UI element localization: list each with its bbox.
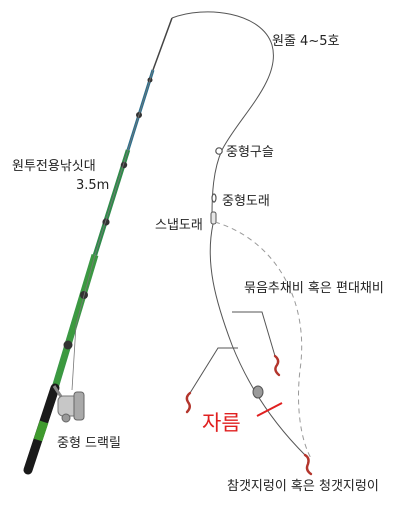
bait-label: 참갯지렁이 혹은 청갯지렁이 xyxy=(227,479,379,494)
branch-line-upper xyxy=(232,311,276,357)
leader-line xyxy=(209,223,306,456)
alternate-leader-dashed xyxy=(214,221,313,461)
snap-swivel-label: 스냅도래 xyxy=(155,218,203,233)
reel-stem xyxy=(52,385,64,399)
rod-guide xyxy=(63,340,73,350)
sinker-option-label: 묶음추채비 혹은 편대채비 xyxy=(244,281,384,296)
rod-tip xyxy=(152,17,173,71)
rod-grip-band xyxy=(33,420,49,442)
swivel xyxy=(211,193,217,203)
bait-worm xyxy=(303,453,313,476)
bead-label: 중형구슬 xyxy=(226,145,274,160)
fishing-rod xyxy=(23,17,173,475)
cut-mark xyxy=(256,402,283,417)
sinker xyxy=(252,385,264,399)
rod-name-label: 원투전용낚싯대 xyxy=(12,159,96,174)
spinning-reel xyxy=(52,385,85,423)
snap-swivel xyxy=(210,211,217,225)
branch-line-lower xyxy=(189,347,238,394)
reel-label: 중형 드랙릴 xyxy=(57,436,121,451)
reel-handle-knob xyxy=(61,413,71,423)
rod-guide xyxy=(102,218,110,226)
bead xyxy=(215,147,223,155)
rod-line xyxy=(71,69,154,391)
rod-length-label: 3.5m xyxy=(76,178,110,193)
bait-worm xyxy=(185,391,192,414)
reel-spool xyxy=(73,391,85,421)
swivel-label: 중형도래 xyxy=(222,194,270,209)
main-line xyxy=(171,11,274,216)
cut-label: 자름 xyxy=(202,411,241,435)
rod-butt-section xyxy=(51,253,99,390)
main-line-label: 원줄 4~5호 xyxy=(272,34,340,49)
bait-worm xyxy=(273,354,281,377)
